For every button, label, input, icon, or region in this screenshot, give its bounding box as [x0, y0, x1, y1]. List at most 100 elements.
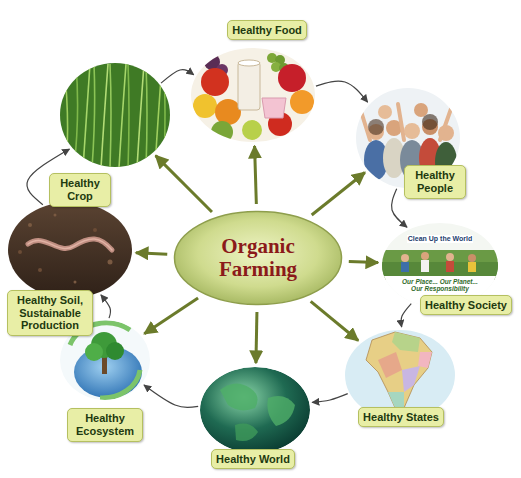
- ecosystem-icon-part: [85, 343, 103, 361]
- benefit-label: Healthy People: [409, 169, 461, 194]
- food-photo-part: [238, 62, 260, 110]
- crop-photo-part: [137, 64, 144, 168]
- world-globe-part: [220, 383, 258, 410]
- soil-photo-part: [38, 268, 42, 272]
- world-globe-part: [267, 396, 295, 426]
- cycle-arrow: [401, 304, 411, 327]
- spoke-arrow: [256, 312, 257, 363]
- benefit-node: Healthy People: [356, 88, 460, 188]
- crop-photo: [60, 63, 170, 168]
- soil-photo-part: [108, 260, 113, 265]
- soil-photo-part: [28, 239, 112, 250]
- society-photo-part: [382, 262, 498, 276]
- label-box: Healthy Society: [420, 295, 512, 316]
- soil-photo: [8, 202, 132, 298]
- society-photo-part: [401, 262, 409, 272]
- cycle-arrow: [312, 394, 348, 403]
- society-photo-part: [468, 254, 476, 262]
- spoke-arrow: [311, 301, 358, 340]
- crop-photo-part: [101, 64, 108, 168]
- cycle-arrow: [161, 70, 194, 83]
- spoke-arrow: [312, 172, 365, 215]
- food-photo-part: [215, 99, 241, 125]
- spoke-arrow: [156, 156, 212, 212]
- food-photo-part: [242, 120, 262, 140]
- food-photo: [190, 48, 316, 143]
- crop-photo-part: [155, 64, 162, 168]
- spoke-arrow: [136, 253, 167, 254]
- benefit-node: Healthy Food: [191, 48, 315, 142]
- soil-photo-part: [54, 214, 57, 217]
- spoke-arrow: [255, 146, 257, 204]
- crop-photo-part: [60, 63, 170, 167]
- benefit-label: Healthy Society: [425, 299, 507, 312]
- spoke-arrow: [349, 261, 378, 262]
- states-map-part: [378, 352, 402, 378]
- benefit-label: Healthy Soil, Sustainable Production: [12, 294, 88, 332]
- crop-photo-part: [110, 64, 111, 168]
- states-map-part: [366, 332, 432, 410]
- soil-photo-part: [74, 281, 77, 284]
- people-photo-part: [378, 105, 392, 119]
- benefit-node: Healthy Crop: [60, 63, 170, 167]
- food-photo-part: [278, 64, 306, 92]
- cycle-arrow: [144, 385, 198, 407]
- crop-photo-part: [83, 64, 90, 168]
- food-photo-part: [262, 98, 286, 118]
- crop-photo-part: [74, 64, 78, 168]
- states-map-part: [392, 332, 420, 352]
- states-map-part: [418, 352, 432, 368]
- benefit-node: Healthy States: [345, 330, 455, 420]
- people-photo-part: [368, 119, 384, 135]
- society-photo-part: [446, 261, 454, 272]
- photo-caption: Our Place... Our Planet... Our Responsib…: [399, 278, 481, 293]
- food-photo-part: [201, 68, 229, 96]
- soil-photo-part: [18, 250, 22, 254]
- label-box: Healthy Food: [227, 20, 307, 41]
- label-box: Healthy Soil, Sustainable Production: [7, 290, 93, 336]
- hub-ellipse: Organic Farming: [173, 210, 343, 306]
- society-photo-part: [446, 253, 454, 261]
- society-photo-part: [421, 260, 429, 272]
- crop-photo-part: [128, 64, 129, 168]
- cycle-arrow: [101, 295, 111, 318]
- crop-photo-part: [119, 64, 126, 168]
- label-box: Healthy World: [211, 449, 295, 470]
- society-photo-part: [401, 254, 409, 262]
- society-photo-part: [382, 250, 498, 280]
- crop-photo-part: [146, 64, 147, 168]
- benefit-node: Healthy World: [200, 367, 310, 453]
- food-photo-part: [238, 60, 260, 66]
- label-box: Healthy States: [358, 407, 444, 428]
- spoke-arrow: [144, 298, 198, 334]
- people-photo-part: [414, 103, 428, 117]
- benefit-label: Healthy States: [363, 411, 439, 424]
- food-photo-part: [190, 48, 316, 142]
- photo-caption: Clean Up the World: [407, 235, 473, 243]
- soil-photo-part: [28, 223, 32, 227]
- hub-title: Organic Farming: [203, 235, 313, 281]
- benefit-label: Healthy World: [216, 453, 290, 466]
- label-box: Healthy Ecosystem: [67, 408, 143, 441]
- society-photo-part: [468, 262, 476, 272]
- states-map-part: [402, 366, 420, 392]
- people-photo-part: [360, 104, 452, 140]
- label-box: Healthy Crop: [49, 173, 111, 206]
- benefit-node: Healthy Soil, Sustainable Production: [8, 202, 132, 298]
- world-globe-part: [235, 424, 258, 441]
- society-photo-part: [421, 252, 429, 260]
- cycle-arrow: [316, 81, 368, 102]
- crop-photo-part: [92, 64, 95, 168]
- people-photo-part: [404, 123, 420, 139]
- benefit-label: Healthy Ecosystem: [72, 412, 138, 437]
- food-photo-part: [193, 94, 217, 118]
- benefit-label: Healthy Crop: [54, 177, 106, 202]
- people-photo-part: [422, 114, 438, 130]
- benefit-label: Healthy Food: [232, 24, 302, 37]
- hub-shape: [175, 212, 342, 305]
- world-globe-part: [200, 367, 310, 453]
- soil-photo-part: [8, 202, 132, 298]
- soil-photo-part: [93, 228, 97, 232]
- soil-photo-part: [28, 239, 112, 250]
- label-box: Healthy People: [404, 165, 466, 198]
